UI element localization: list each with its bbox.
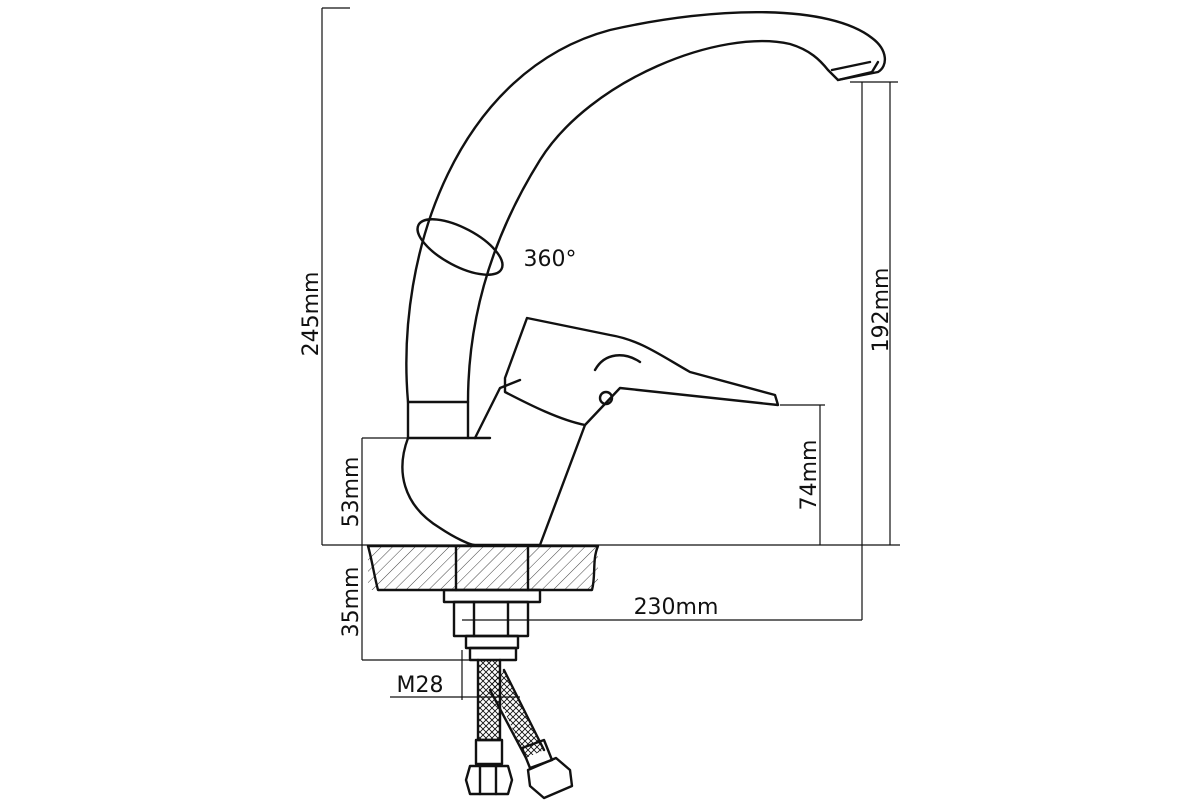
dimension-lines: [321, 7, 900, 700]
height-lever-label: 74mm: [797, 440, 822, 511]
faucet-spout: [405, 10, 886, 440]
depth-mount-label: 35mm: [339, 567, 364, 638]
thread-label: M28: [397, 673, 444, 698]
height-body-label: 53mm: [339, 457, 364, 528]
countertop-section: [366, 544, 600, 592]
height-spout-label: 192mm: [869, 268, 894, 353]
mounting-nut: [442, 588, 542, 650]
supply-hoses: [464, 646, 574, 800]
height-total-label: 245mm: [299, 272, 324, 357]
reach-label: 230mm: [634, 595, 719, 620]
faucet-body: [401, 378, 587, 547]
rotation-label: 360°: [524, 247, 577, 272]
faucet-lever: [503, 316, 780, 427]
rotation-indicator: [416, 218, 504, 276]
